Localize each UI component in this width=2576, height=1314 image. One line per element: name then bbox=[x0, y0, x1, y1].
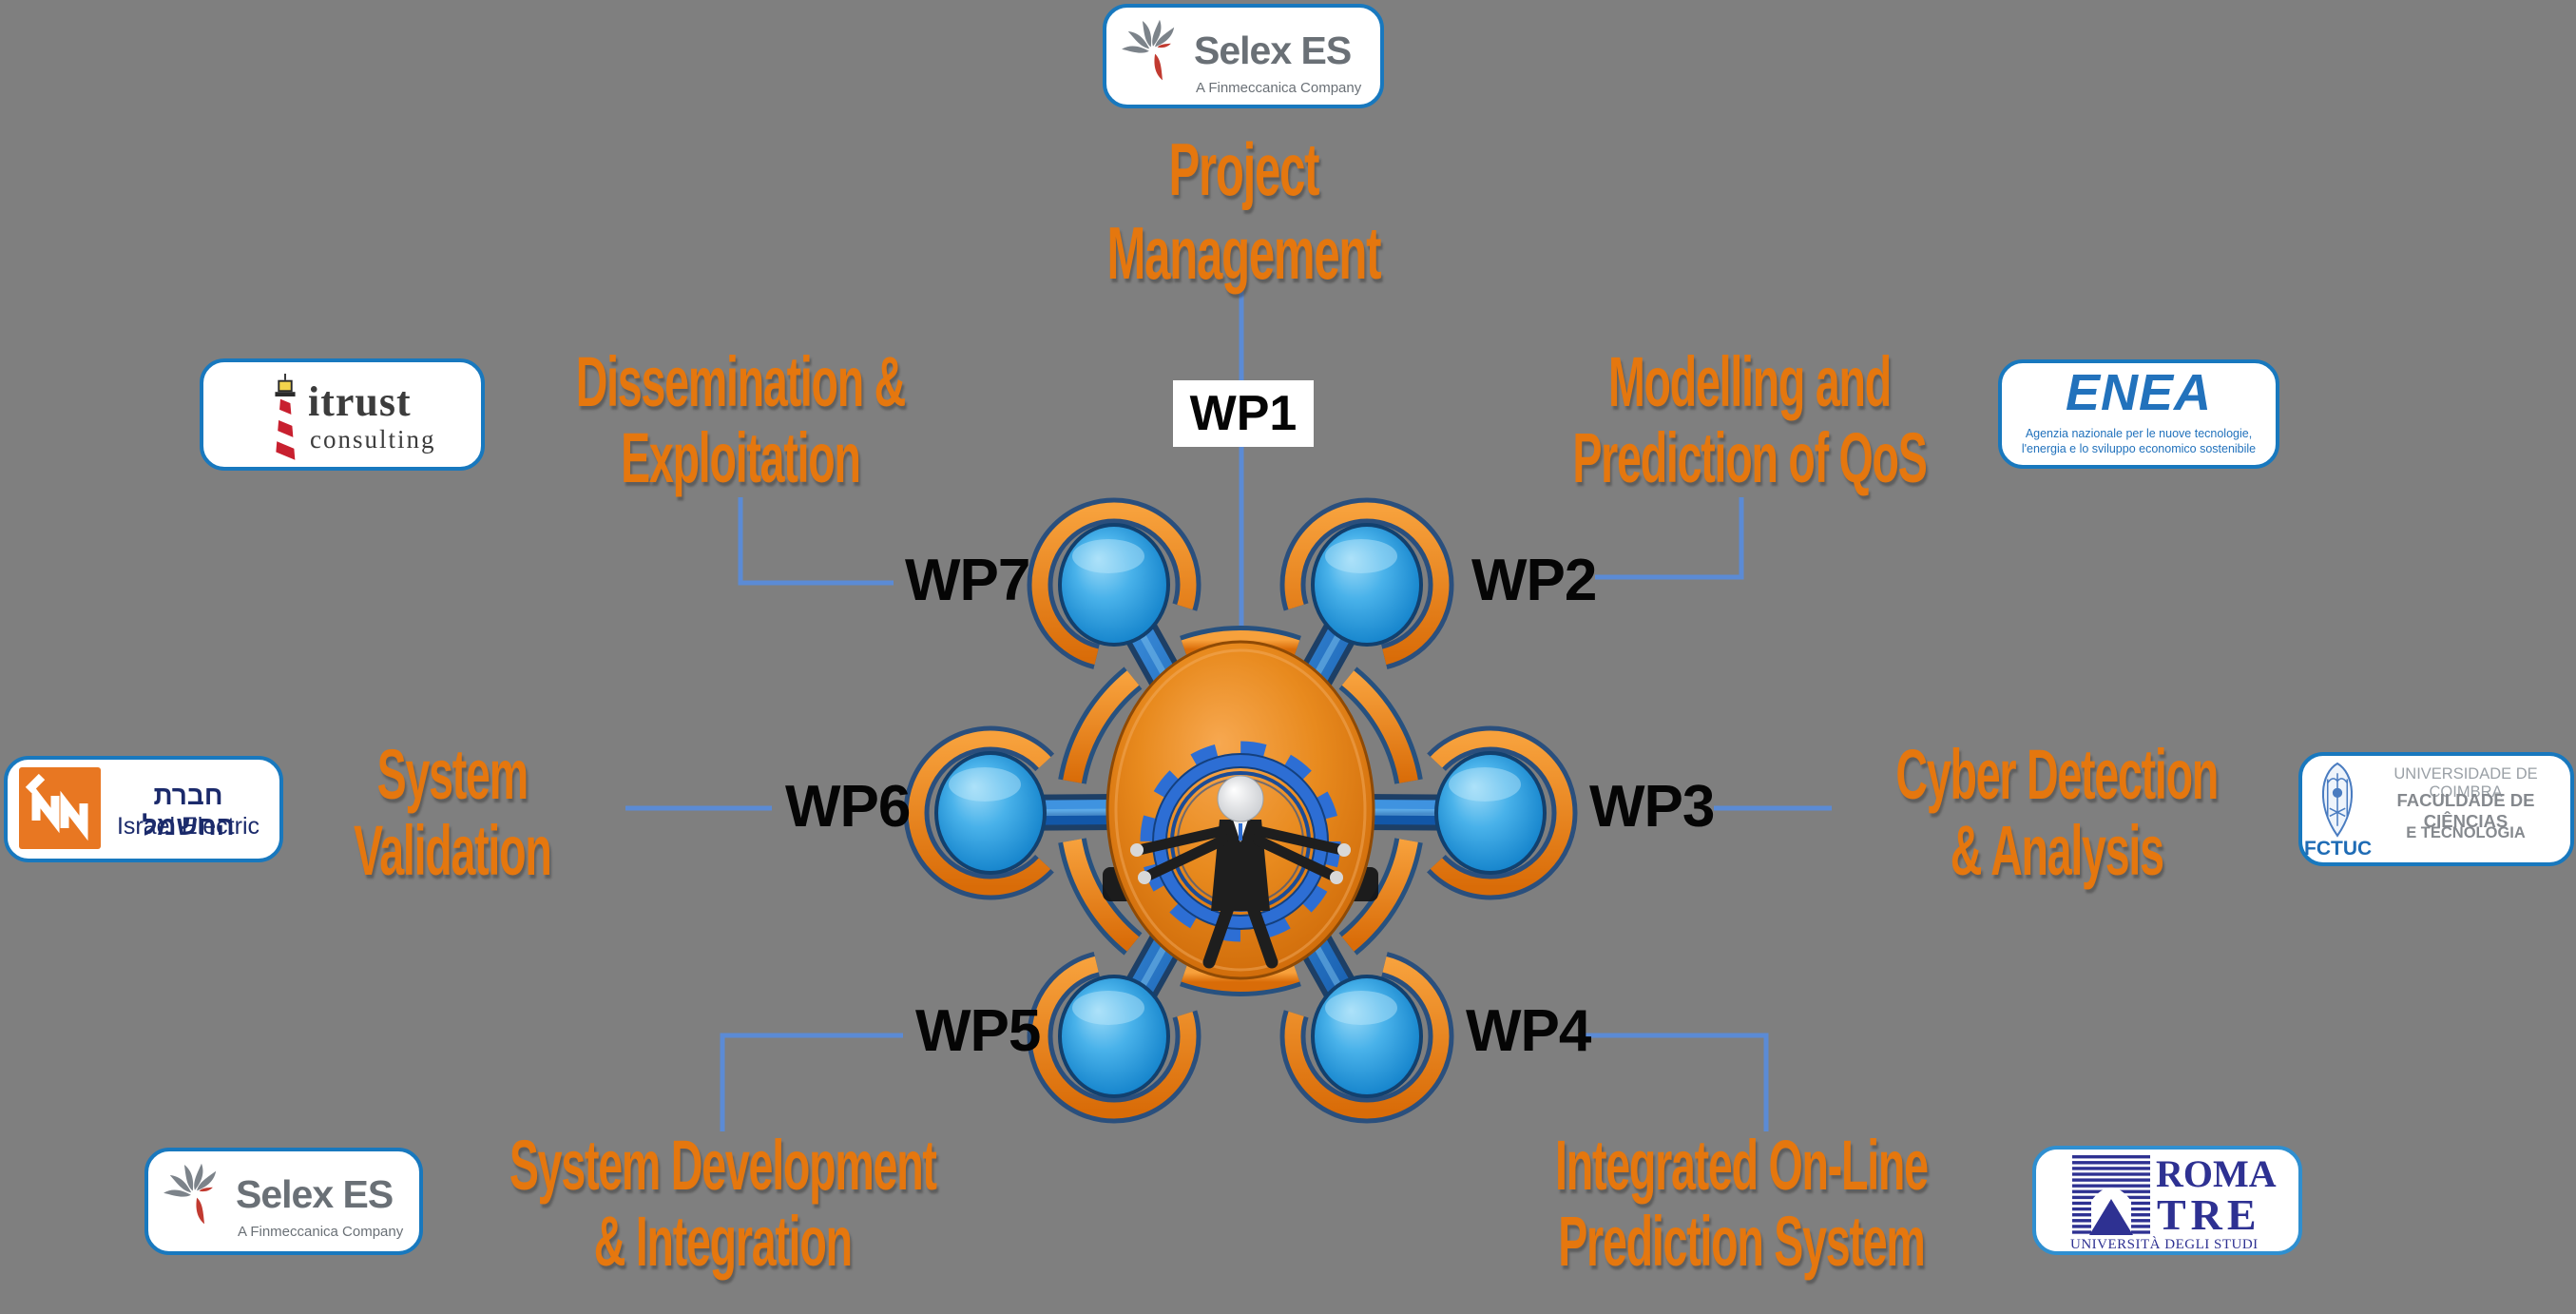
wp7-title: Dissemination & Exploitation bbox=[575, 342, 907, 497]
connector-wp4 bbox=[1586, 1033, 1769, 1131]
node-wp5 bbox=[1027, 949, 1201, 1124]
romatre-logo-card: ROMA TRE UNIVERSITÀ DEGLI STUDI bbox=[2032, 1146, 2302, 1255]
selex-es-logo-card-bottom: Selex ES A Finmeccanica Company bbox=[144, 1148, 423, 1255]
node-wp7 bbox=[1027, 497, 1201, 672]
selex-es-tagline: A Finmeccanica Company bbox=[1196, 80, 1362, 96]
israel-electric-hebrew-name: חברת החשמל bbox=[142, 781, 235, 841]
romatre-name-bottom: TRE bbox=[2157, 1190, 2261, 1239]
wp7-label: WP7 bbox=[905, 548, 1030, 613]
wp6-title: System Validation bbox=[354, 735, 552, 890]
lighthouse-icon bbox=[275, 374, 296, 463]
wp1-label-box: WP1 bbox=[1173, 380, 1314, 447]
wp2-label: WP2 bbox=[1471, 548, 1597, 613]
itrust-tagline: consulting bbox=[310, 425, 436, 454]
wp4-label: WP4 bbox=[1466, 998, 1591, 1064]
vitruvian-figure-icon bbox=[1130, 775, 1351, 969]
romatre-tagline: UNIVERSITÀ DEGLI STUDI bbox=[2070, 1237, 2259, 1252]
connector-wp7 bbox=[738, 497, 894, 586]
selex-es-tagline: A Finmeccanica Company bbox=[238, 1224, 404, 1240]
connector-wp2 bbox=[1595, 497, 1744, 580]
israel-electric-mark-icon bbox=[19, 767, 101, 849]
itrust-logo-card: itrust consulting bbox=[200, 358, 485, 471]
romatre-mark-icon bbox=[2072, 1155, 2150, 1235]
node-wp6 bbox=[903, 725, 1078, 900]
fctuc-acronym: FCTUC bbox=[2304, 838, 2373, 860]
enea-name: ENEA bbox=[2065, 364, 2213, 421]
fctuc-faculty-line1: FACULDADE DE CIÊNCIAS bbox=[2396, 790, 2535, 831]
israel-electric-name: Israel Electric bbox=[116, 813, 260, 840]
selex-es-logo-card-top: Selex ES A Finmeccanica Company bbox=[1103, 4, 1384, 108]
wp5-title: System Development & Integration bbox=[509, 1126, 937, 1281]
node-wp3 bbox=[1403, 725, 1578, 900]
wp3-title: Cyber Detection & Analysis bbox=[1895, 735, 2220, 890]
fctuc-university-name: UNIVERSIDADE DE COIMBRA bbox=[2393, 765, 2538, 801]
itrust-name: itrust bbox=[308, 378, 412, 425]
wp5-label: WP5 bbox=[915, 998, 1041, 1064]
fctuc-faculty-line2: E TECNOLOGIA bbox=[2406, 824, 2526, 841]
coimbra-seal-icon bbox=[2321, 762, 2354, 838]
wp1-title: Project Management bbox=[1106, 127, 1381, 295]
selex-es-name: Selex ES bbox=[236, 1172, 394, 1216]
romatre-name-top: ROMA bbox=[2156, 1152, 2277, 1195]
wp6-label: WP6 bbox=[785, 774, 911, 840]
fctuc-logo-card: FCTUC UNIVERSIDADE DE COIMBRA FACULDADE … bbox=[2298, 752, 2574, 866]
israel-electric-logo-card: חברת החשמל Israel Electric bbox=[4, 756, 283, 862]
hub-outer-ring bbox=[1058, 626, 1423, 996]
selex-pinwheel-icon bbox=[163, 1163, 217, 1225]
node-wp4 bbox=[1279, 949, 1454, 1124]
connector-wp5 bbox=[720, 1033, 903, 1131]
enea-tagline: Agenzia nazionale per le nuove tecnologi… bbox=[2021, 427, 2257, 455]
wp1-label: WP1 bbox=[1189, 386, 1298, 441]
selex-pinwheel-icon bbox=[1122, 19, 1175, 81]
enea-logo-card: ENEA Agenzia nazionale per le nuove tecn… bbox=[1998, 359, 2279, 469]
selex-es-name: Selex ES bbox=[1194, 29, 1352, 72]
wp2-title: Modelling and Prediction of QoS bbox=[1571, 342, 1928, 497]
wp4-title: Integrated On-Line Prediction System bbox=[1555, 1126, 1929, 1281]
wp3-label: WP3 bbox=[1589, 774, 1715, 840]
node-wp2 bbox=[1279, 497, 1454, 672]
